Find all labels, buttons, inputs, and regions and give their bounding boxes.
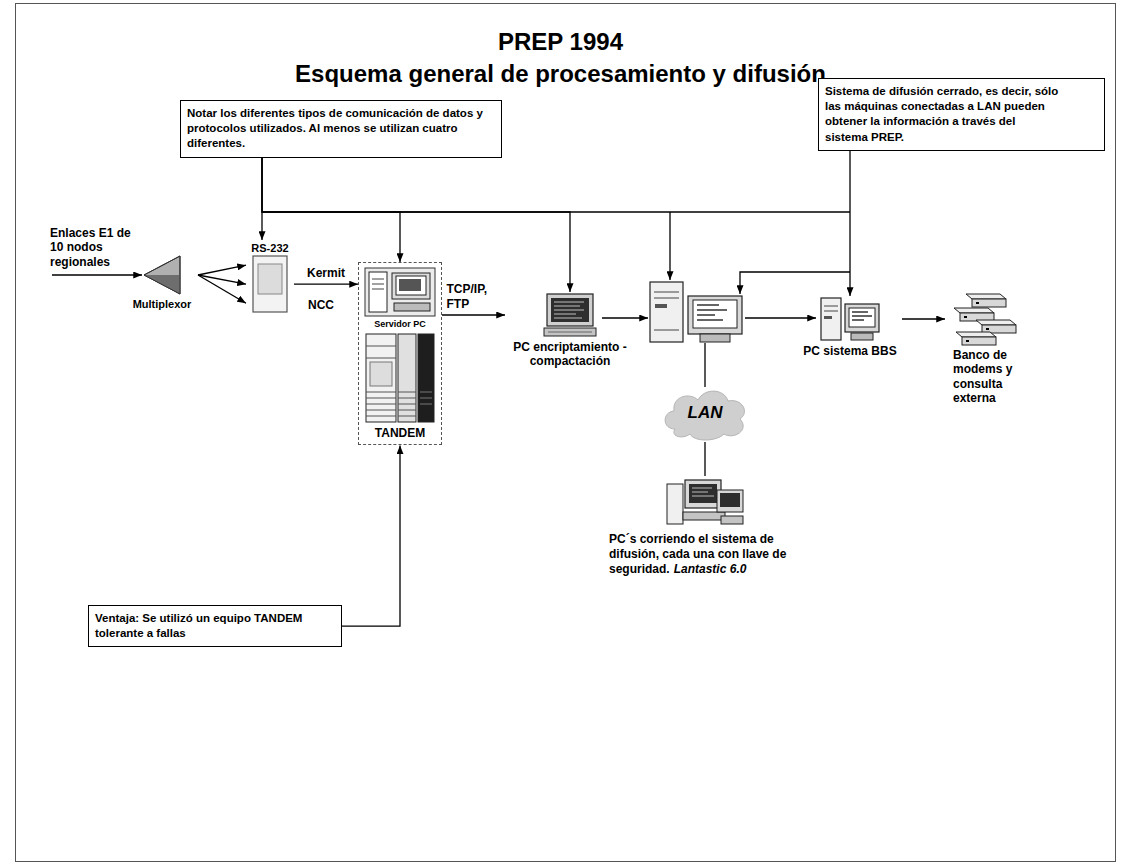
- modems-icon: [952, 290, 1018, 346]
- connector-arrow: [704, 442, 705, 476]
- device-label: PC sistema BBS: [798, 344, 902, 358]
- input-label: Enlaces E1 de 10 nodos regionales: [50, 226, 142, 269]
- server-group: Servidor PC TANDEM: [358, 262, 442, 445]
- callout-text: Sistema de difusión cerrado, es decir, s…: [825, 84, 1061, 145]
- device-label: Banco de modems y consulta externa: [953, 348, 1015, 406]
- device-label: PC encriptamiento - compactación: [505, 340, 635, 369]
- tandem-icon: [364, 332, 436, 424]
- connector-arrow: [902, 318, 945, 319]
- server-drawing: [364, 267, 436, 317]
- callout-text: Ventaja: Se utilizó un equipo TANDEM tol…: [95, 611, 333, 641]
- device-label: TANDEM: [359, 426, 441, 440]
- connector-arrow: [342, 445, 400, 626]
- connector-arrow: [849, 151, 850, 296]
- device-label: RS-232: [246, 242, 294, 255]
- protocol-label: NCC: [308, 298, 334, 312]
- device-label: Multiplexor: [126, 298, 198, 311]
- modems-drawing: [952, 290, 1018, 346]
- bbs-drawing: [819, 296, 881, 342]
- protocol-label: Kermit: [306, 266, 346, 280]
- pc-node: PC sistema BBS: [798, 296, 902, 358]
- mux-drawing: [142, 254, 182, 296]
- bbs-icon: [819, 296, 881, 342]
- callout-note: Ventaja: Se utilizó un equipo TANDEM tol…: [88, 605, 342, 647]
- central-pc-icon: [650, 282, 742, 342]
- connector-arrow: [442, 314, 505, 315]
- monitor-drawing: [541, 292, 599, 338]
- callout-note: Notar los diferentes tipos de comunicaci…: [180, 100, 502, 158]
- connector-arrow: [294, 284, 358, 285]
- multiplexor-node: Multiplexor: [126, 254, 198, 311]
- device-caption: PC´s corriendo el sistema de difusión, c…: [605, 532, 799, 577]
- leader-lines: [52, 212, 850, 387]
- software-name: Lantastic 6.0: [674, 562, 747, 576]
- cloud-label: LAN: [660, 384, 750, 442]
- multiplex-lines: [198, 265, 246, 303]
- dev-drawing: [252, 255, 288, 313]
- monitor-icon: [541, 292, 599, 338]
- connector-line: [198, 265, 246, 275]
- device-label: Servidor PC: [359, 319, 441, 330]
- callout-note: Sistema de difusión cerrado, es decir, s…: [818, 78, 1105, 151]
- tandem-drawing: [364, 332, 436, 424]
- protocol-label: TCP/IP, FTP: [446, 282, 502, 311]
- pcs-drawing: [665, 476, 745, 528]
- rs232-node: RS-232: [246, 240, 294, 313]
- modem-bank: Banco de modems y consulta externa: [945, 290, 1025, 406]
- connector-line: [198, 275, 246, 303]
- pcs-icon: [665, 476, 745, 528]
- pc-group: PC´s corriendo el sistema de difusión, c…: [605, 476, 805, 577]
- callout-text: Notar los diferentes tipos de comunicaci…: [187, 106, 495, 152]
- server-icon: [364, 267, 436, 317]
- mux-icon: [142, 254, 182, 296]
- pc-node: PC encriptamiento - compactación: [505, 292, 635, 369]
- dev-icon: [252, 255, 288, 313]
- lan-cloud: LAN: [660, 384, 750, 442]
- diagram-title: PREP 1994: [0, 28, 1121, 56]
- page-frame: [16, 4, 1116, 862]
